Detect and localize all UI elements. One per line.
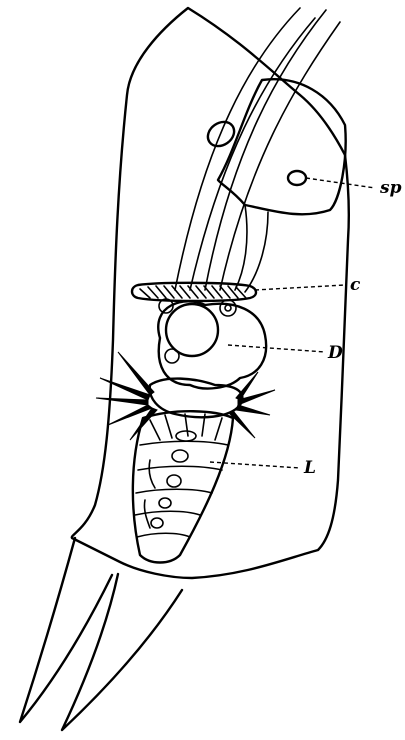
leader-D <box>228 345 325 352</box>
collar-hatching <box>140 286 246 298</box>
collar-ring-right-inner <box>225 305 231 311</box>
antenna-4 <box>220 22 340 290</box>
collar-ring-right <box>220 300 236 316</box>
neck-line-2 <box>245 212 268 292</box>
label-D: D <box>327 343 343 363</box>
larva-segments <box>135 414 228 537</box>
label-c: c <box>350 275 361 295</box>
neck-line-1 <box>235 205 247 290</box>
label-sp: sp <box>379 178 402 198</box>
organ-D-spot <box>165 349 179 363</box>
leader-c <box>255 285 345 290</box>
spiracle-sp <box>288 171 306 185</box>
larva-L-outline <box>133 411 233 562</box>
tail-fork-right <box>62 574 182 730</box>
label-L: L <box>303 458 316 478</box>
spines-left <box>96 352 157 440</box>
antenna-2 <box>190 18 315 290</box>
organ-D-inner <box>166 304 218 356</box>
antenna-1 <box>175 8 300 290</box>
head-plate <box>218 79 346 214</box>
